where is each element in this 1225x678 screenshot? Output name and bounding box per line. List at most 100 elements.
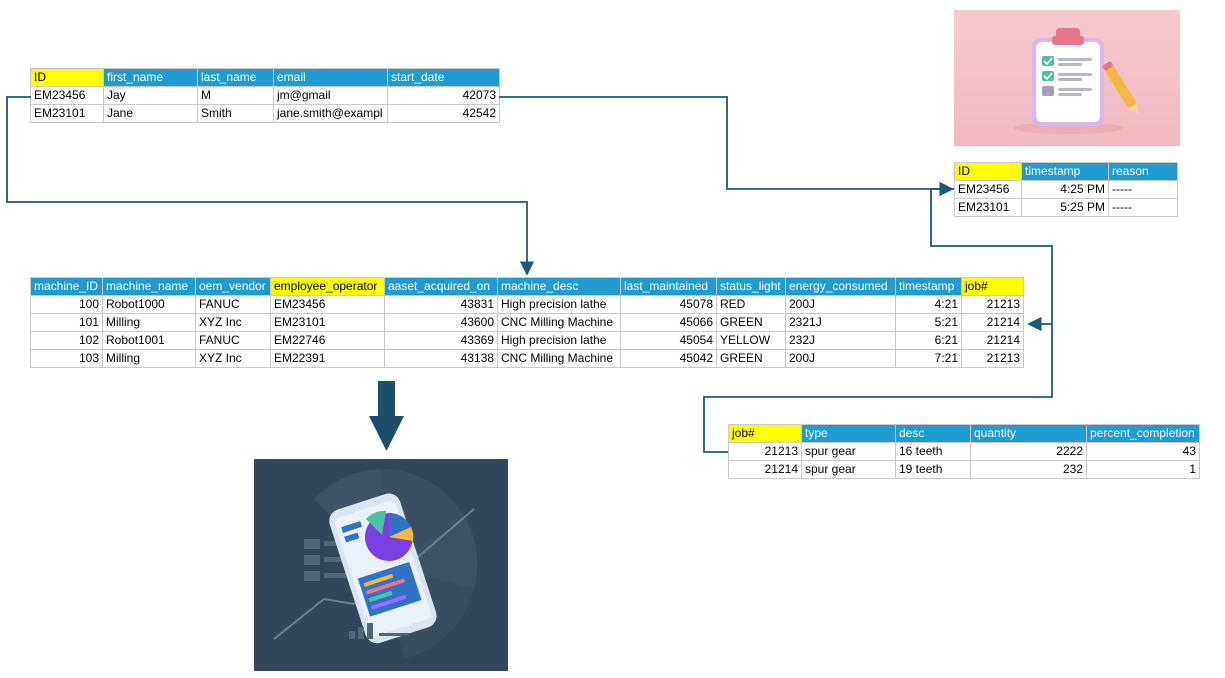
machines-cell: 43369: [384, 331, 498, 350]
machines-cell: 43600: [384, 313, 498, 332]
machines-cell: 45054: [620, 331, 717, 350]
machines-cell: 21213: [961, 295, 1024, 314]
dashboard-image: [254, 459, 508, 671]
machines-cell: High precision lathe: [497, 331, 621, 350]
machines-cell: 102: [30, 331, 103, 350]
attendance-cell: EM23101: [954, 198, 1022, 217]
machines-cell: 103: [30, 349, 103, 368]
machines-cell: 45078: [620, 295, 717, 314]
machines-column-header: machine_ID: [30, 277, 103, 296]
employees-column-header: email: [273, 68, 388, 87]
machines-column-header: status_light: [716, 277, 786, 296]
machines-cell: 21214: [961, 331, 1024, 350]
machines-cell: 4:21: [895, 295, 962, 314]
employees-cell: M: [197, 86, 274, 105]
jobs-cell: 21214: [728, 460, 802, 479]
machines-cell: 5:21: [895, 313, 962, 332]
machines-cell: EM22746: [270, 331, 385, 350]
machines-column-header: energy_consumed: [785, 277, 896, 296]
employees-cell: jm@gmail: [273, 86, 388, 105]
employees-cell: Jay: [103, 86, 198, 105]
attendance-column-header: reason: [1108, 162, 1178, 181]
machines-column-header: oem_vendor: [195, 277, 271, 296]
jobs-column-header: desc: [895, 424, 971, 443]
machines-cell: 200J: [785, 295, 896, 314]
machines-cell: Robot1000: [102, 295, 196, 314]
machines-cell: XYZ Inc: [195, 349, 271, 368]
attendance-column-header: timestamp: [1021, 162, 1109, 181]
jobs-column-header: job#: [728, 424, 802, 443]
employees-cell: jane.smith@exampl: [273, 104, 388, 123]
attendance-cell: EM23456: [954, 180, 1022, 199]
machines-column-header: employee_operator: [270, 277, 385, 296]
machines-cell: 232J: [785, 331, 896, 350]
machines-cell: EM23456: [270, 295, 385, 314]
jobs-cell: spur gear: [801, 460, 896, 479]
machines-cell: 45042: [620, 349, 717, 368]
attendance-cell: -----: [1108, 180, 1178, 199]
jobs-cell: 232: [970, 460, 1087, 479]
employee-to-machine-arrow: [6, 96, 535, 276]
machines-cell: Milling: [102, 349, 196, 368]
machines-cell: 6:21: [895, 331, 962, 350]
machines-column-header: machine_desc: [497, 277, 621, 296]
machines-cell: FANUC: [195, 295, 271, 314]
machines-cell: EM22391: [270, 349, 385, 368]
machines-cell: CNC Milling Machine: [497, 313, 621, 332]
employee-to-attendance-arrow: [499, 96, 954, 197]
employees-column-header: start_date: [387, 68, 500, 87]
machines-cell: 101: [30, 313, 103, 332]
machines-cell: Robot1001: [102, 331, 196, 350]
machines-cell: RED: [716, 295, 786, 314]
big-down-arrow-icon: [369, 381, 404, 451]
machines-column-header: timestamp: [895, 277, 962, 296]
jobs-cell: 1: [1086, 460, 1200, 479]
machines-cell: 7:21: [895, 349, 962, 368]
mobile-analytics-icon: [273, 468, 478, 659]
attendance-cell: 5:25 PM: [1021, 198, 1109, 217]
machines-cell: 43138: [384, 349, 498, 368]
clipboard-icon: [1014, 28, 1138, 134]
attendance-cell: 4:25 PM: [1021, 180, 1109, 199]
machines-cell: GREEN: [716, 349, 786, 368]
jobs-column-header: quantity: [970, 424, 1087, 443]
machines-cell: Milling: [102, 313, 196, 332]
jobs-cell: 19 teeth: [895, 460, 971, 479]
employees-cell: Smith: [197, 104, 274, 123]
jobs-cell: 21213: [728, 442, 802, 461]
employees-cell: EM23101: [30, 104, 104, 123]
machines-cell: XYZ Inc: [195, 313, 271, 332]
employees-cell: EM23456: [30, 86, 104, 105]
machines-cell: 2321J: [785, 313, 896, 332]
attendance-column-header: ID: [954, 162, 1022, 181]
employees-cell: 42542: [387, 104, 500, 123]
machines-cell: FANUC: [195, 331, 271, 350]
attendance-cell: -----: [1108, 198, 1178, 217]
jobs-cell: 2222: [970, 442, 1087, 461]
machines-cell: YELLOW: [716, 331, 786, 350]
clipboard-image: [954, 10, 1180, 146]
employees-cell: Jane: [103, 104, 198, 123]
machines-cell: GREEN: [716, 313, 786, 332]
machines-column-header: job#: [961, 277, 1024, 296]
machines-cell: 100: [30, 295, 103, 314]
machines-column-header: aaset_acquired_on: [384, 277, 498, 296]
employees-column-header: last_name: [197, 68, 274, 87]
